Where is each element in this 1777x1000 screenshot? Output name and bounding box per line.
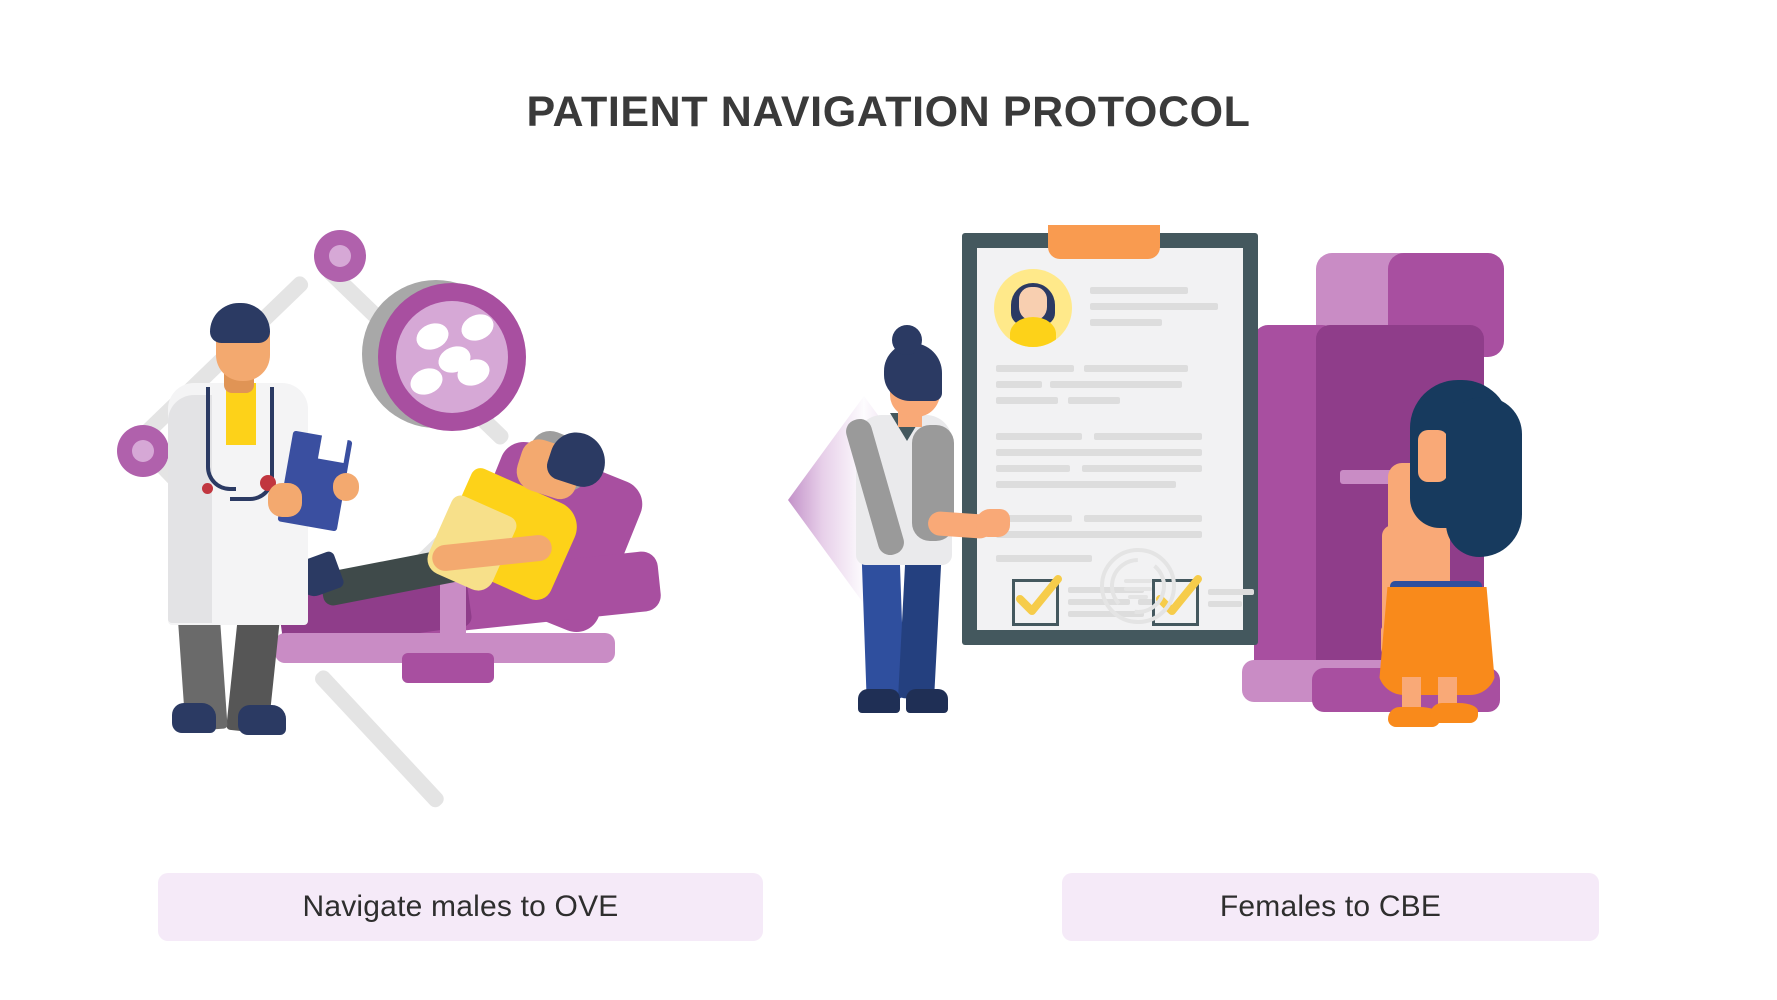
doctor-hand-left bbox=[268, 483, 302, 517]
avatar-face bbox=[1019, 287, 1047, 321]
doc-line bbox=[996, 397, 1058, 404]
nurse-leg-back bbox=[898, 546, 942, 700]
nurse-shoe-back bbox=[906, 689, 948, 713]
doc-line bbox=[996, 365, 1074, 372]
nurse-hair-bun bbox=[892, 325, 922, 355]
chair-foot-pad bbox=[402, 653, 494, 683]
lamp-joint-left bbox=[117, 425, 169, 477]
woman-shoe-left bbox=[1388, 707, 1440, 727]
doc-line bbox=[996, 433, 1082, 440]
clipboard-clip bbox=[1048, 225, 1160, 259]
caption-left-label: Navigate males to OVE bbox=[302, 890, 619, 923]
doc-line bbox=[1208, 589, 1254, 595]
caption-left[interactable]: Navigate males to OVE bbox=[158, 873, 763, 941]
clipboard-paper-corner bbox=[317, 432, 349, 464]
illustration-left-doctor-exam bbox=[117, 230, 740, 811]
document-seal bbox=[1100, 548, 1176, 624]
doc-line bbox=[1090, 287, 1188, 294]
doc-line bbox=[1090, 303, 1218, 310]
stethoscope-earpiece bbox=[202, 483, 213, 494]
doc-line bbox=[996, 381, 1042, 388]
doc-line bbox=[996, 515, 1072, 522]
stethoscope-tube-right bbox=[230, 387, 274, 501]
doc-line bbox=[1068, 397, 1120, 404]
lamp-arm-segment-bottom bbox=[312, 667, 447, 811]
doc-line bbox=[996, 465, 1070, 472]
doc-line bbox=[1082, 465, 1202, 472]
doc-line bbox=[1084, 365, 1188, 372]
doc-line bbox=[1138, 599, 1154, 605]
doctor-coat-shade bbox=[168, 395, 212, 623]
patient-avatar bbox=[994, 269, 1072, 347]
avatar-shoulders bbox=[1010, 317, 1056, 347]
doc-line bbox=[996, 555, 1092, 562]
doc-line bbox=[996, 531, 1202, 538]
woman-skirt bbox=[1378, 587, 1496, 695]
nurse-hand bbox=[976, 509, 1010, 537]
doc-line bbox=[996, 449, 1202, 456]
woman-shoe-right bbox=[1430, 703, 1478, 723]
doctor-hand-right bbox=[333, 473, 359, 501]
stethoscope-tube-left bbox=[206, 387, 236, 491]
doc-line bbox=[1090, 319, 1162, 326]
page-title: PATIENT NAVIGATION PROTOCOL bbox=[526, 88, 1251, 136]
doc-line bbox=[996, 481, 1176, 488]
doc-line bbox=[1050, 381, 1182, 388]
doctor-shoe-front bbox=[172, 703, 216, 733]
woman-neck bbox=[1418, 430, 1448, 482]
check-mark-icon bbox=[1156, 575, 1202, 615]
caption-right-label: Females to CBE bbox=[1219, 890, 1442, 923]
doctor-hair bbox=[210, 303, 270, 343]
check-mark-icon bbox=[1016, 575, 1062, 615]
illustration-right-clipboard-mammography bbox=[843, 225, 1522, 805]
doc-line bbox=[1068, 611, 1144, 617]
checkbox-1[interactable] bbox=[1012, 579, 1059, 626]
doc-line bbox=[1068, 587, 1144, 593]
lamp-joint-top bbox=[314, 230, 366, 282]
doc-line bbox=[1084, 515, 1202, 522]
woman-hair-front bbox=[1446, 397, 1522, 557]
caption-right[interactable]: Females to CBE bbox=[1062, 873, 1599, 941]
nurse-shoe-front bbox=[858, 689, 900, 713]
doc-line bbox=[1208, 601, 1242, 607]
doctor-shoe-back bbox=[238, 705, 286, 735]
doc-line bbox=[1094, 433, 1202, 440]
doc-line bbox=[1068, 599, 1130, 605]
